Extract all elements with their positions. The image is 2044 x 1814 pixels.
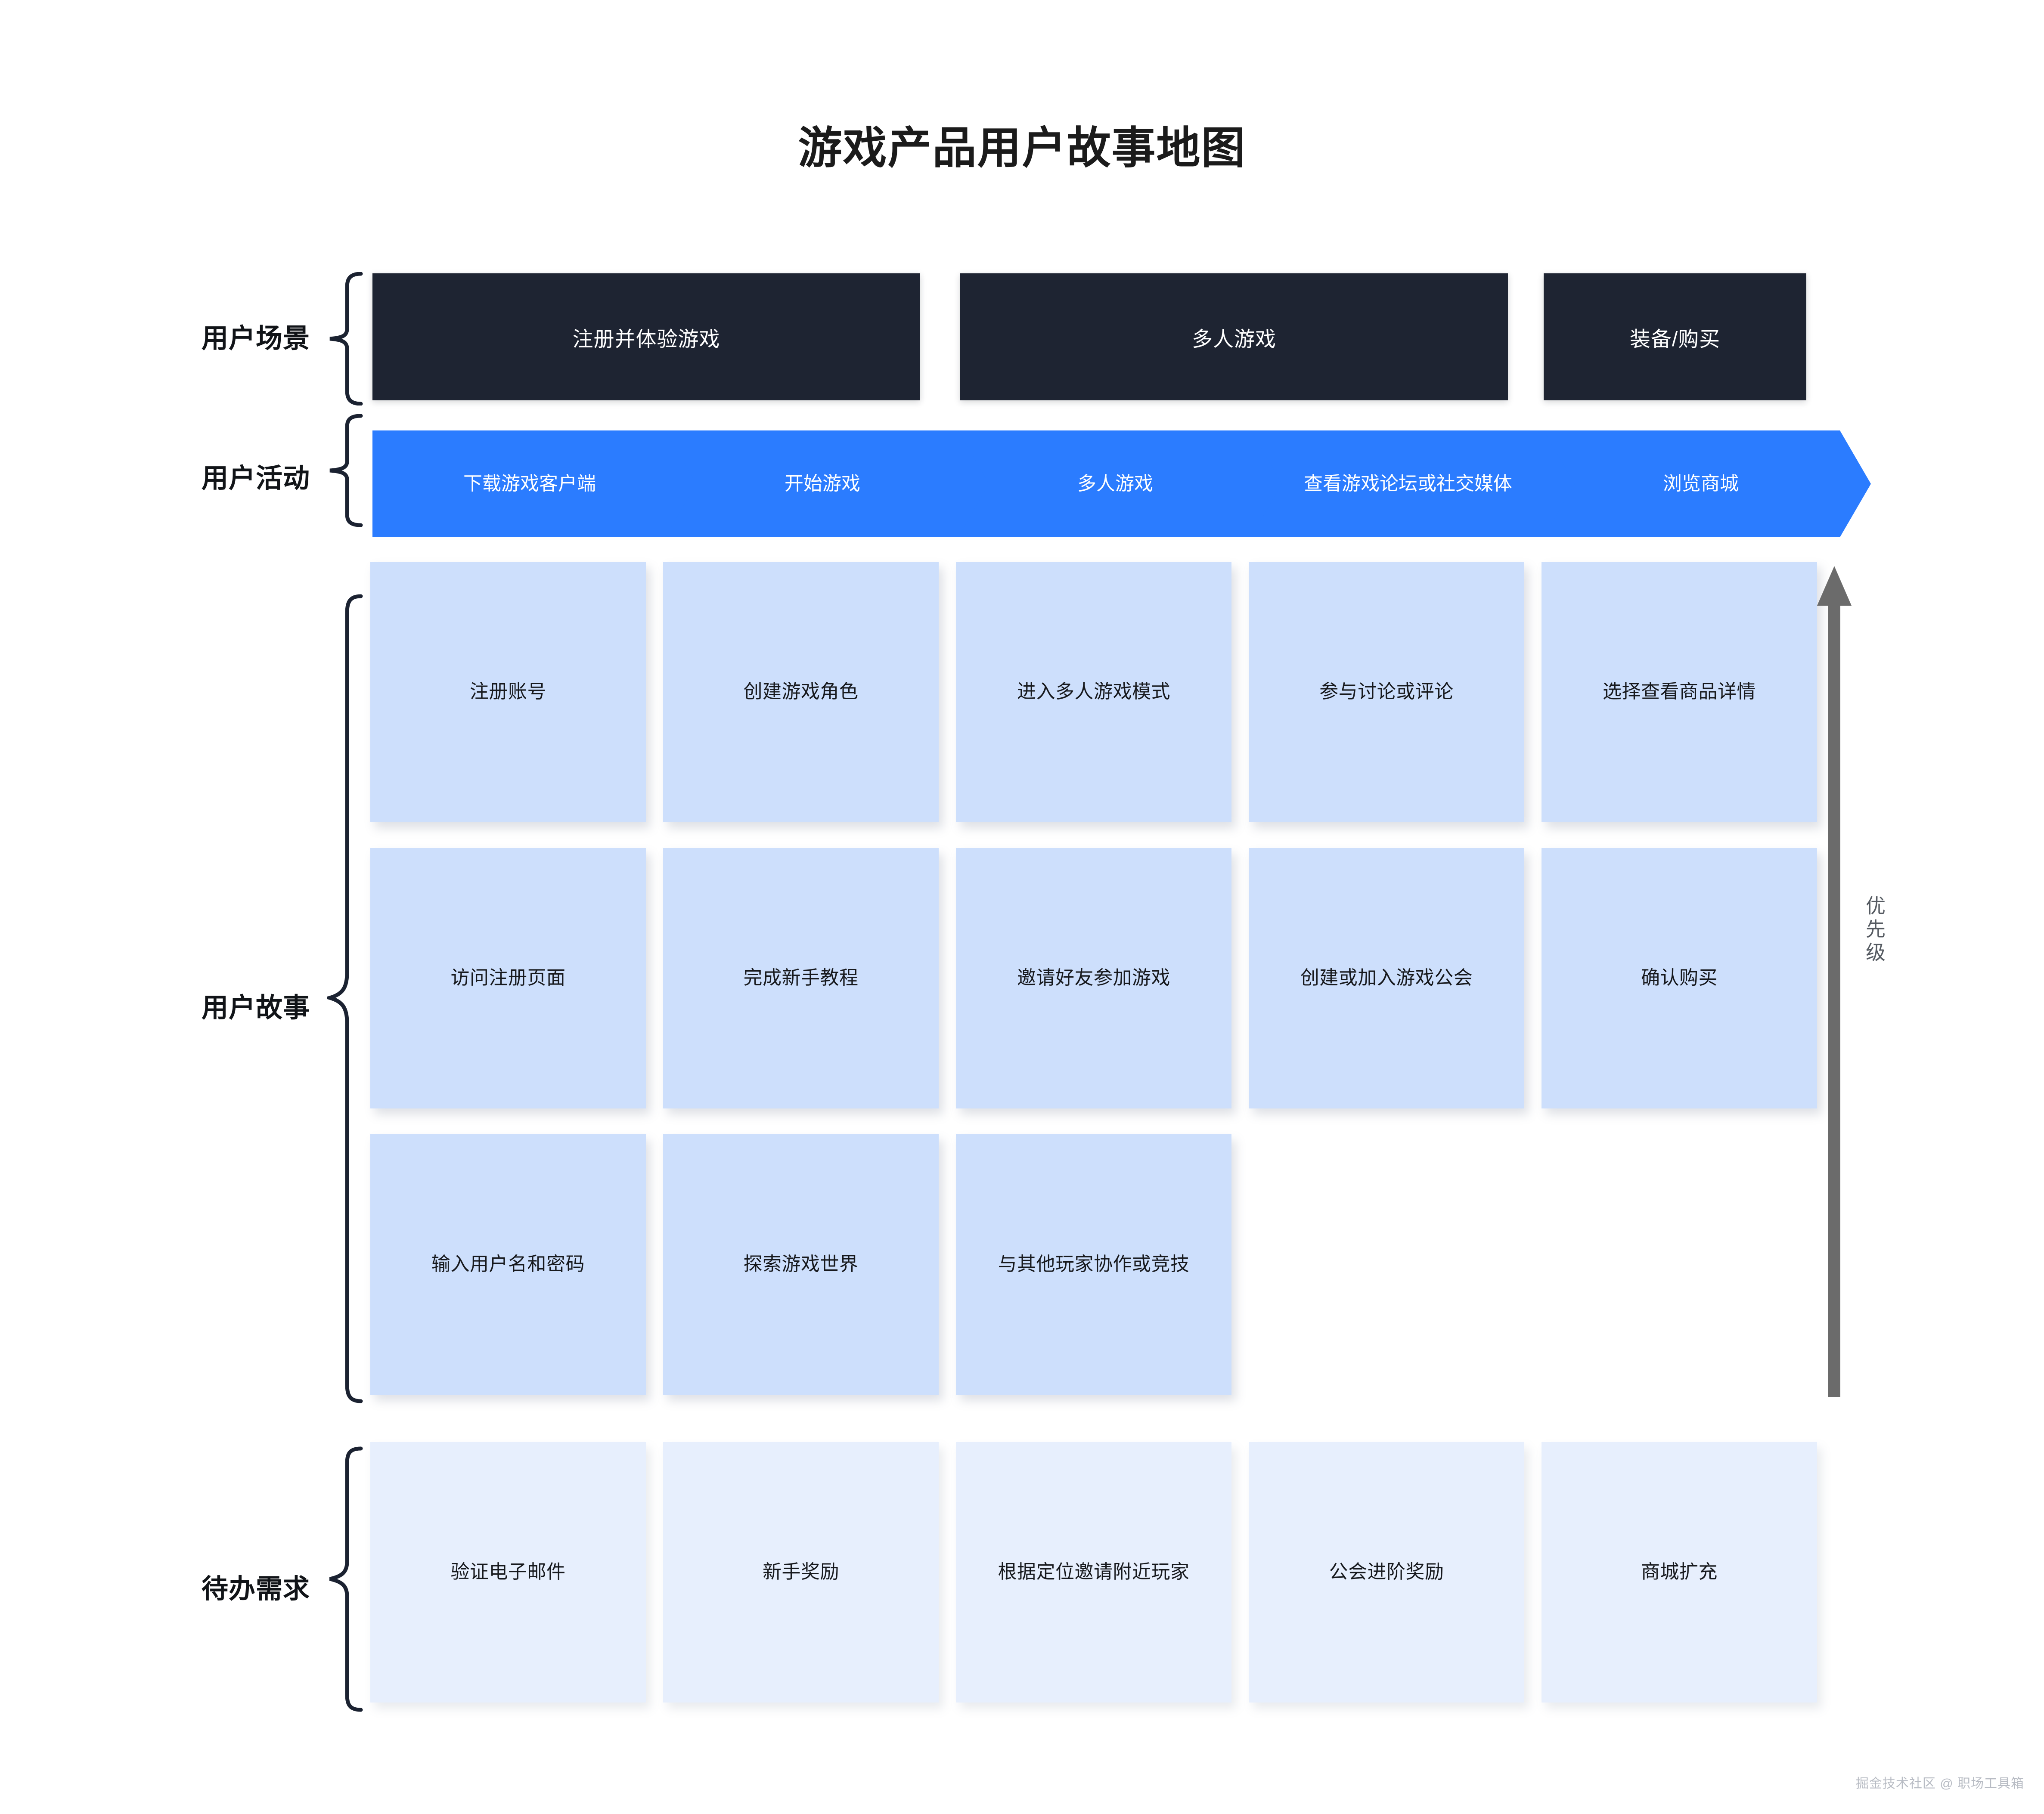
row-label-story: 用户故事 <box>201 993 310 1023</box>
row-label-backlog: 待办需求 <box>201 1574 310 1604</box>
row-label-scenario: 用户场景 <box>201 324 310 353</box>
brace-scenario <box>327 272 364 406</box>
story-card[interactable]: 创建或加入游戏公会 <box>1249 848 1524 1108</box>
activity-arrow-3[interactable]: 多人游戏 <box>958 430 1285 537</box>
scenario-bar-1[interactable]: 注册并体验游戏 <box>372 273 920 400</box>
story-card-label: 选择查看商品详情 <box>1603 681 1756 703</box>
priority-arrow-icon <box>1817 566 1852 1399</box>
story-card-label: 创建游戏角色 <box>743 681 859 703</box>
backlog-card[interactable]: 新手奖励 <box>663 1442 939 1703</box>
backlog-card[interactable]: 公会进阶奖励 <box>1249 1442 1524 1703</box>
row-label-activity: 用户活动 <box>201 464 310 493</box>
story-card[interactable]: 探索游戏世界 <box>663 1134 939 1395</box>
backlog-card[interactable]: 验证电子邮件 <box>370 1442 646 1703</box>
story-card-label: 参与讨论或评论 <box>1319 681 1454 703</box>
backlog-card[interactable]: 根据定位邀请附近玩家 <box>956 1442 1231 1703</box>
activity-arrow-1[interactable]: 下载游戏客户端 <box>372 430 700 537</box>
story-card[interactable]: 邀请好友参加游戏 <box>956 848 1231 1108</box>
story-card-label: 邀请好友参加游戏 <box>1017 967 1170 989</box>
story-card[interactable]: 输入用户名和密码 <box>370 1134 646 1395</box>
story-card-label: 探索游戏世界 <box>743 1254 859 1275</box>
story-card-label: 创建或加入游戏公会 <box>1300 967 1473 989</box>
story-card[interactable]: 注册账号 <box>370 562 646 822</box>
activity-arrow-2[interactable]: 开始游戏 <box>665 430 993 537</box>
story-card[interactable]: 与其他玩家协作或竞技 <box>956 1134 1231 1395</box>
backlog-card-label: 根据定位邀请附近玩家 <box>998 1561 1190 1583</box>
story-card[interactable]: 访问注册页面 <box>370 848 646 1108</box>
brace-backlog <box>327 1446 364 1713</box>
backlog-card-label: 新手奖励 <box>763 1561 839 1583</box>
backlog-card-label: 公会进阶奖励 <box>1329 1561 1444 1583</box>
activity-label: 多人游戏 <box>1077 473 1153 495</box>
scenario-bar-3[interactable]: 装备/购买 <box>1544 273 1806 400</box>
story-card[interactable]: 参与讨论或评论 <box>1249 562 1524 822</box>
story-card-label: 与其他玩家协作或竞技 <box>998 1254 1190 1275</box>
scenario-label: 多人游戏 <box>1191 328 1276 351</box>
brace-activity <box>327 414 364 527</box>
activity-label: 浏览商城 <box>1663 473 1739 495</box>
story-card[interactable]: 进入多人游戏模式 <box>956 562 1231 822</box>
story-card[interactable]: 创建游戏角色 <box>663 562 939 822</box>
backlog-card-label: 商城扩充 <box>1641 1561 1718 1583</box>
story-card[interactable]: 选择查看商品详情 <box>1542 562 1817 822</box>
story-card[interactable]: 完成新手教程 <box>663 848 939 1108</box>
activity-arrow-5[interactable]: 浏览商城 <box>1544 430 1871 537</box>
story-card-label: 确认购买 <box>1641 967 1718 989</box>
page-title: 游戏产品用户故事地图 <box>798 124 1246 173</box>
scenario-label: 注册并体验游戏 <box>572 328 720 351</box>
scenario-bar-2[interactable]: 多人游戏 <box>960 273 1508 400</box>
backlog-card-label: 验证电子邮件 <box>450 1561 566 1583</box>
story-card-label: 输入用户名和密码 <box>431 1254 585 1275</box>
scenario-label: 装备/购买 <box>1629 328 1721 351</box>
watermark: 掘金技术社区 @ 职场工具箱 <box>1855 1777 2024 1791</box>
story-card[interactable]: 确认购买 <box>1542 848 1817 1108</box>
activity-label: 查看游戏论坛或社交媒体 <box>1304 473 1512 495</box>
backlog-card[interactable]: 商城扩充 <box>1542 1442 1817 1703</box>
story-card-label: 访问注册页面 <box>450 967 566 989</box>
activity-label: 开始游戏 <box>785 473 860 495</box>
story-card-label: 完成新手教程 <box>743 967 859 989</box>
story-card-label: 注册账号 <box>470 681 546 703</box>
activity-label: 下载游戏客户端 <box>463 473 596 495</box>
activity-arrow-4[interactable]: 查看游戏论坛或社交媒体 <box>1251 430 1578 537</box>
story-card-label: 进入多人游戏模式 <box>1017 681 1170 703</box>
brace-story <box>327 594 364 1403</box>
priority-label: 优先级 <box>1863 895 1886 965</box>
